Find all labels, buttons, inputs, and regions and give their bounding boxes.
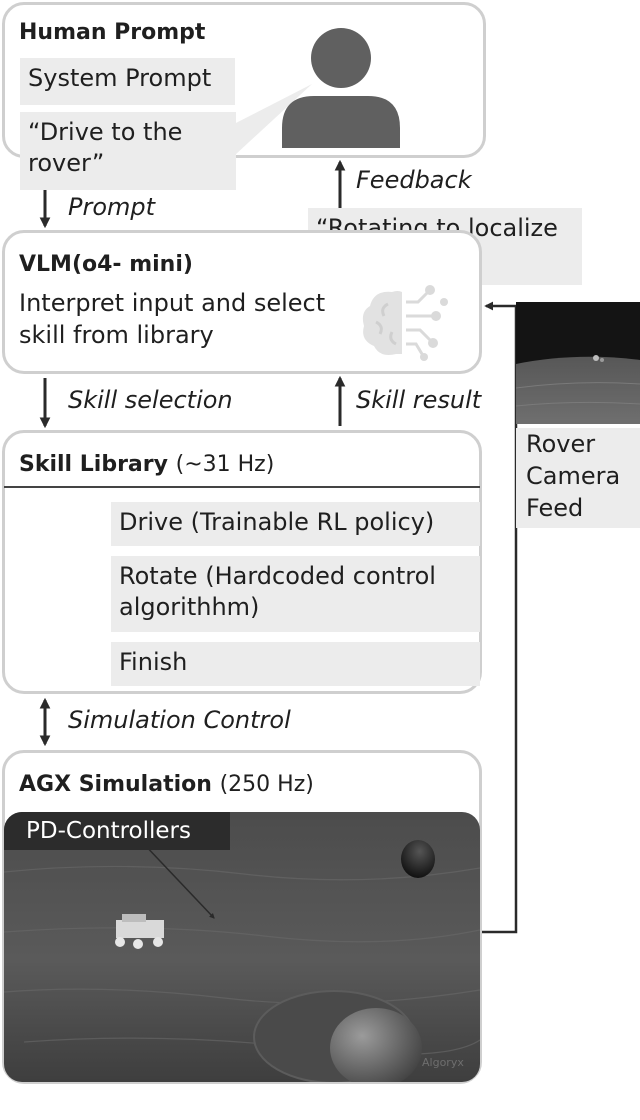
rover-camera-image xyxy=(516,302,640,424)
person-icon xyxy=(282,28,400,148)
skill-selection-label: Skill selection xyxy=(68,386,233,414)
skill-library-title: Skill Library (~31 Hz) xyxy=(19,452,274,477)
vlm-title: VLM(o4- mini) xyxy=(19,252,193,277)
skill-item-rotate: Rotate (Hardcoded control algorithhm) xyxy=(111,556,480,632)
algoryx-watermark: Algoryx xyxy=(422,1056,464,1069)
feedback-label: Feedback xyxy=(356,166,472,194)
skill-item-drive: Drive (Trainable RL policy) xyxy=(111,502,480,546)
camera-feed-label: Rover Camera Feed xyxy=(516,428,640,528)
simulation-scene-image: Algoryx xyxy=(4,812,480,1082)
skill-result-label: Skill result xyxy=(356,386,482,414)
pd-controllers-label: PD-Controllers xyxy=(4,812,230,850)
skill-library-divider xyxy=(4,486,480,488)
agx-simulation-title: AGX Simulation (250 Hz) xyxy=(19,772,314,797)
vlm-description: Interpret input and select skill from li… xyxy=(19,289,326,349)
skill-library-name: Skill Library xyxy=(19,452,168,477)
rover-icon xyxy=(115,914,164,949)
prompt-label: Prompt xyxy=(68,193,156,221)
system-prompt-chip: System Prompt xyxy=(20,58,235,105)
human-prompt-title: Human Prompt xyxy=(19,20,206,45)
agx-simulation-rate: (250 Hz) xyxy=(219,772,314,797)
human-quote-chip: “Drive to the rover” xyxy=(20,112,236,190)
skill-library-rate: (~31 Hz) xyxy=(175,452,275,477)
brain-circuit-icon xyxy=(362,285,448,361)
simulation-control-label: Simulation Control xyxy=(68,706,291,734)
skill-item-finish: Finish xyxy=(111,642,480,686)
agx-simulation-name: AGX Simulation xyxy=(19,772,212,797)
